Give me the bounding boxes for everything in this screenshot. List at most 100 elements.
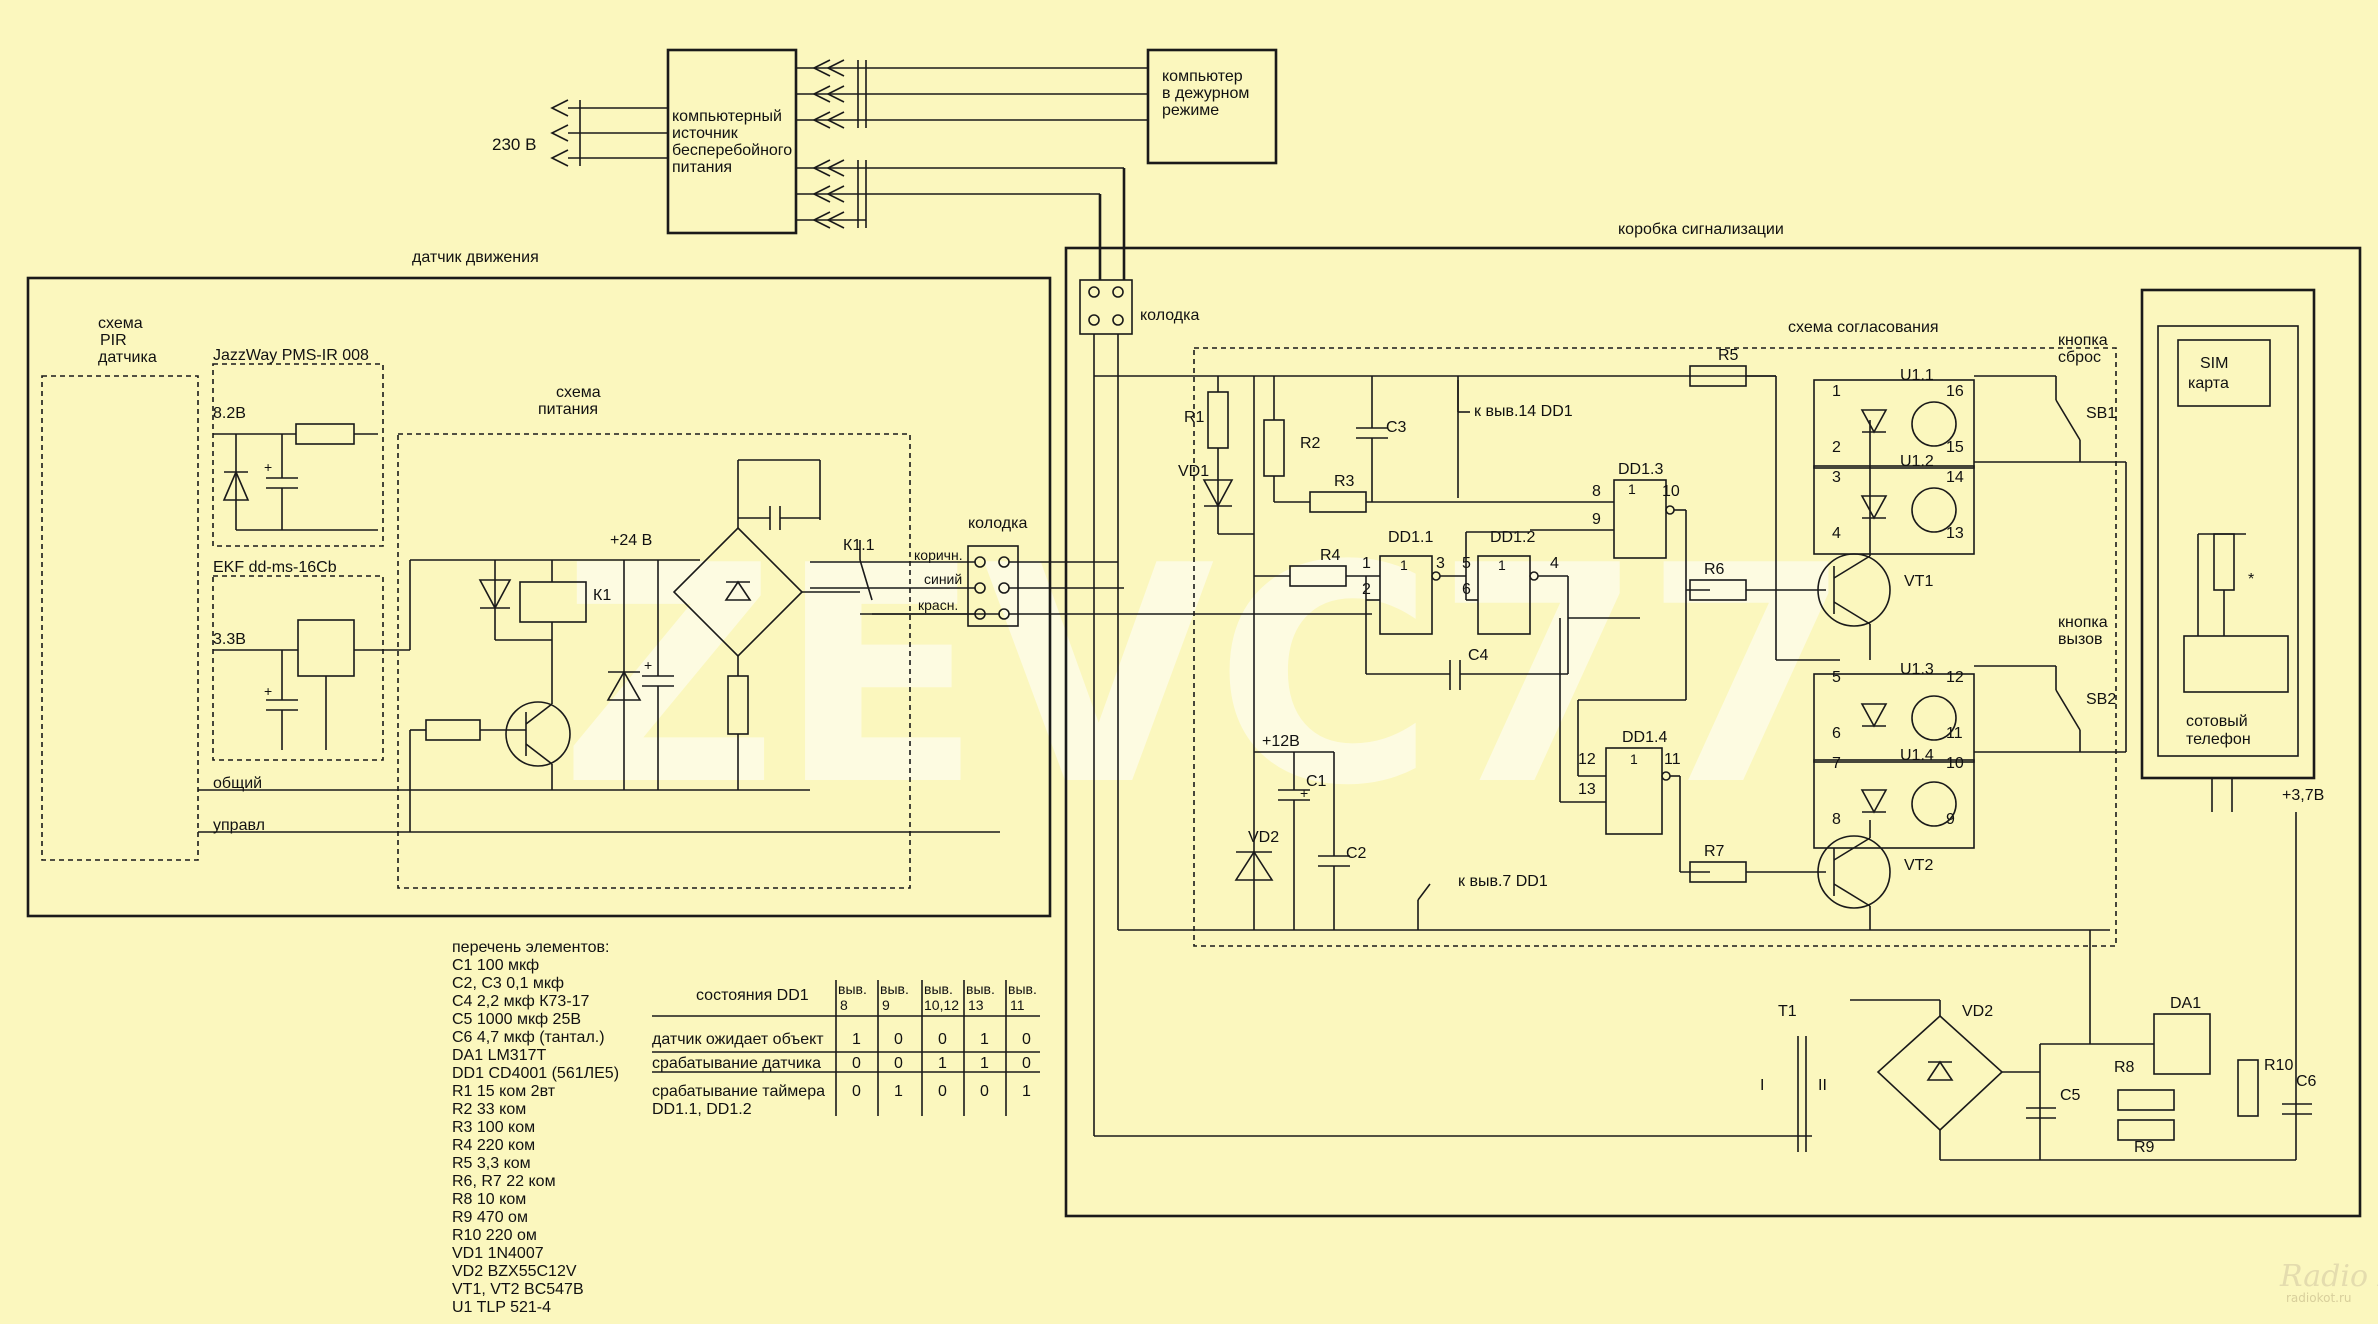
svg-text:срабатывание датчика: срабатывание датчика	[652, 1055, 821, 1072]
svg-text:1: 1	[980, 1031, 989, 1048]
svg-text:красн.: красн.	[918, 597, 958, 613]
svg-text:кнопка: кнопка	[2058, 614, 2108, 631]
svg-text:T1: T1	[1778, 1003, 1797, 1020]
svg-text:VT1, VT2 BC547B: VT1, VT2 BC547B	[452, 1281, 584, 1298]
svg-text:12: 12	[1578, 751, 1596, 768]
svg-text:режиме: режиме	[1162, 102, 1219, 119]
svg-text:R2 33 ком: R2 33 ком	[452, 1101, 526, 1118]
svg-text:11: 11	[1946, 725, 1963, 742]
svg-text:R8 10 ком: R8 10 ком	[452, 1191, 526, 1208]
svg-text:11: 11	[1010, 997, 1025, 1013]
svg-text:компьютерный: компьютерный	[672, 108, 782, 125]
svg-text:C5 1000 мкф 25В: C5 1000 мкф 25В	[452, 1011, 581, 1028]
svg-text:8: 8	[840, 997, 848, 1013]
svg-text:управл: управл	[213, 817, 265, 834]
svg-text:1: 1	[1630, 751, 1638, 767]
svg-text:схема: схема	[556, 384, 601, 401]
svg-text:DD1.1: DD1.1	[1388, 529, 1433, 546]
svg-text:U1.2: U1.2	[1900, 453, 1934, 470]
svg-text:DA1 LM317T: DA1 LM317T	[452, 1047, 546, 1064]
svg-text:R9 470 ом: R9 470 ом	[452, 1209, 528, 1226]
svg-text:VD1 1N4007: VD1 1N4007	[452, 1245, 544, 1262]
svg-text:питания: питания	[672, 159, 732, 176]
states-table: состояния DD1 выв.8 выв.9 выв.10,12 выв.…	[652, 980, 1040, 1118]
svg-text:телефон: телефон	[2186, 731, 2251, 748]
svg-text:DD1.4: DD1.4	[1622, 729, 1667, 746]
svg-text:0: 0	[938, 1083, 947, 1100]
svg-text:0: 0	[1022, 1031, 1031, 1048]
svg-text:7: 7	[1832, 755, 1841, 772]
svg-text:0: 0	[1022, 1055, 1031, 1072]
mains-voltage: 230 В	[492, 135, 536, 154]
svg-text:1: 1	[938, 1055, 947, 1072]
svg-text:3.3В: 3.3В	[213, 631, 246, 648]
svg-text:перечень элементов:: перечень элементов:	[452, 939, 609, 956]
svg-text:8: 8	[1592, 483, 1601, 500]
svg-text:SB1: SB1	[2086, 405, 2116, 422]
svg-text:13: 13	[968, 997, 984, 1013]
motion-sensor-block: датчик движения схема PIR датчика JazzWa…	[26, 249, 1052, 918]
svg-text:C3: C3	[1386, 419, 1407, 436]
svg-text:колодка: колодка	[968, 515, 1027, 532]
svg-text:2: 2	[1832, 439, 1841, 456]
svg-text:12: 12	[1946, 669, 1964, 686]
svg-text:VD1: VD1	[1178, 463, 1209, 480]
watermark: ZEVC77	[560, 502, 1852, 851]
svg-text:VD2: VD2	[1962, 1003, 1993, 1020]
svg-text:схема согласования: схема согласования	[1788, 319, 1939, 336]
svg-text:компьютер: компьютер	[1162, 68, 1243, 85]
svg-text:0: 0	[852, 1055, 861, 1072]
svg-text:SIM: SIM	[2200, 355, 2228, 372]
svg-text:R10: R10	[2264, 1057, 2293, 1074]
svg-text:R4: R4	[1320, 547, 1341, 564]
svg-text:DD1 CD4001 (561ЛЕ5): DD1 CD4001 (561ЛЕ5)	[452, 1065, 619, 1082]
svg-text:VT1: VT1	[1904, 573, 1933, 590]
ups-outputs	[796, 59, 1148, 280]
svg-text:10: 10	[1946, 755, 1964, 772]
svg-text:общий: общий	[213, 775, 262, 792]
svg-text:R4 220 ком: R4 220 ком	[452, 1137, 535, 1154]
svg-text:1: 1	[1022, 1083, 1031, 1100]
svg-text:JazzWay PMS-IR 008: JazzWay PMS-IR 008	[213, 347, 369, 364]
svg-text:3: 3	[1436, 555, 1445, 572]
svg-text:13: 13	[1946, 525, 1964, 542]
svg-text:кнопка: кнопка	[2058, 332, 2108, 349]
svg-text:+: +	[264, 459, 272, 475]
svg-text:+24 В: +24 В	[610, 532, 652, 549]
svg-text:10: 10	[1662, 483, 1680, 500]
mains-plug	[550, 99, 668, 167]
svg-text:0: 0	[852, 1083, 861, 1100]
svg-text:11: 11	[1664, 751, 1681, 768]
svg-text:карта: карта	[2188, 375, 2229, 392]
svg-text:коричн.: коричн.	[914, 547, 963, 563]
svg-text:0: 0	[938, 1031, 947, 1048]
svg-text:C2, C3 0,1 мкф: C2, C3 0,1 мкф	[452, 975, 564, 992]
svg-text:13: 13	[1578, 781, 1596, 798]
svg-text:выв.: выв.	[1008, 981, 1037, 997]
svg-text:C2: C2	[1346, 845, 1367, 862]
svg-text:к выв.14 DD1: к выв.14 DD1	[1474, 403, 1573, 420]
radiokot-logo: Radio KOT radiokot.ru	[2279, 1259, 2378, 1305]
svg-text:C4: C4	[1468, 647, 1489, 664]
svg-text:выв.: выв.	[880, 981, 909, 997]
svg-text:EKF dd-ms-16Cb: EKF dd-ms-16Cb	[213, 559, 337, 576]
ups-block: компьютерный источник бесперебойного пит…	[666, 48, 798, 235]
svg-text:C6 4,7 мкф (тантал.): C6 4,7 мкф (тантал.)	[452, 1029, 605, 1046]
svg-text:Radio KOT: Radio KOT	[2279, 1259, 2378, 1294]
svg-text:1: 1	[1832, 383, 1841, 400]
svg-text:к выв.7 DD1: к выв.7 DD1	[1458, 873, 1548, 890]
svg-text:выв.: выв.	[838, 981, 867, 997]
svg-text:DA1: DA1	[2170, 995, 2201, 1012]
svg-text:выв.: выв.	[924, 981, 953, 997]
svg-text:PIR: PIR	[100, 332, 127, 349]
svg-text:1: 1	[852, 1031, 861, 1048]
svg-text:6: 6	[1832, 725, 1841, 742]
svg-text:VD2: VD2	[1248, 829, 1279, 846]
svg-text:R8: R8	[2114, 1059, 2135, 1076]
svg-text:бесперебойного: бесперебойного	[672, 142, 792, 159]
svg-text:14: 14	[1946, 469, 1964, 486]
svg-text:срабатывание таймера: срабатывание таймера	[652, 1083, 825, 1100]
svg-text:VT2: VT2	[1904, 857, 1933, 874]
svg-text:C6: C6	[2296, 1073, 2317, 1090]
